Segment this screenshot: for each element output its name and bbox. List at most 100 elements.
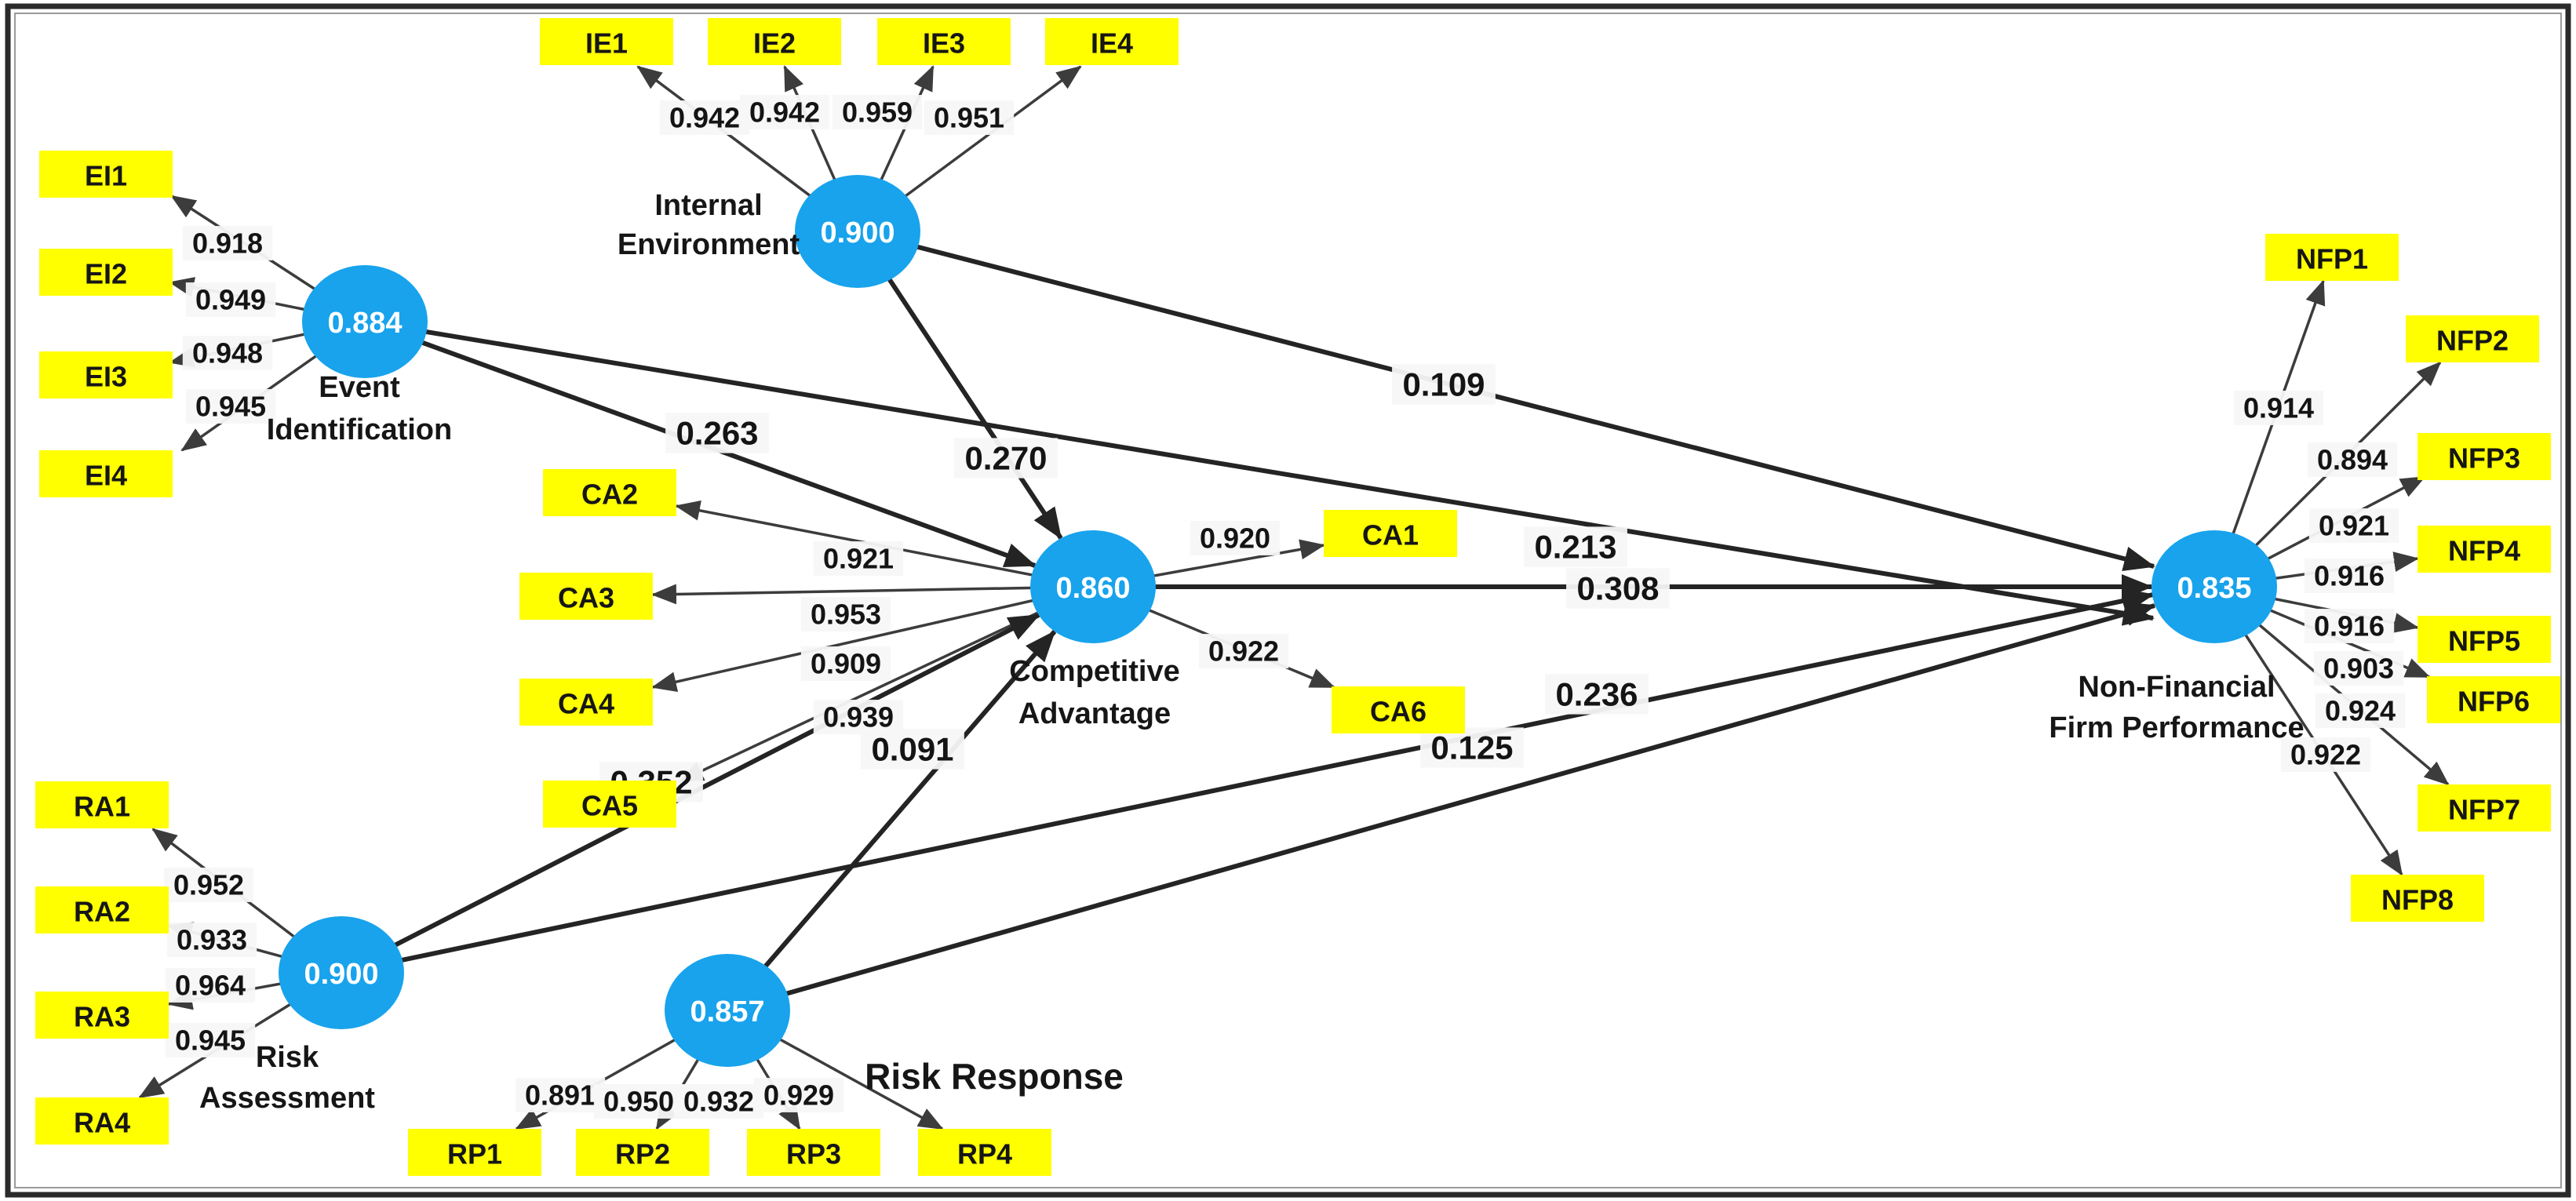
path-coefficient-IE-CA: 0.270 xyxy=(964,440,1047,477)
loading-value-CA2: 0.921 xyxy=(823,543,894,575)
construct-name-CA-line1: Competitive xyxy=(1009,655,1179,688)
indicator-box-NFP6 xyxy=(2427,676,2560,723)
indicator-CA6: CA6 xyxy=(1332,686,1465,733)
loading-value-NFP7: 0.924 xyxy=(2325,695,2396,727)
loading-value-NFP4: 0.916 xyxy=(2314,560,2385,592)
loading-value-RP3: 0.932 xyxy=(683,1086,754,1118)
indicator-box-NFP1 xyxy=(2265,234,2399,281)
loading-value-RP2-bg xyxy=(593,1084,684,1119)
indicator-RP4: RP4 xyxy=(918,1129,1051,1176)
construct-circle-IE xyxy=(795,175,920,288)
loading-value-RP1-bg xyxy=(515,1078,606,1112)
indicator-label-EI4: EI4 xyxy=(85,460,127,492)
indicator-NFP2: NFP2 xyxy=(2406,315,2539,362)
indicator-NFP7: NFP7 xyxy=(2418,784,2551,832)
indicator-box-CA6 xyxy=(1332,686,1465,733)
loading-value-CA4: 0.909 xyxy=(811,648,881,680)
loading-value-CA1-bg xyxy=(1190,521,1281,555)
loading-value-EI4: 0.945 xyxy=(195,391,266,423)
construct-name-IE-line2: Environment xyxy=(618,228,800,261)
construct-value-IE: 0.900 xyxy=(820,217,894,249)
loading-value-EI3-bg xyxy=(182,336,273,370)
indicator-label-RA3: RA3 xyxy=(74,1001,130,1033)
loading-value-RA4: 0.945 xyxy=(175,1024,246,1057)
indicator-CA4: CA4 xyxy=(519,679,653,726)
indicator-label-IE4: IE4 xyxy=(1091,27,1133,60)
loading-value-NFP2: 0.894 xyxy=(2317,444,2388,476)
construct-name-RR-line1: Risk Response xyxy=(865,1056,1124,1097)
loading-value-IE2: 0.942 xyxy=(749,96,820,129)
indicator-NFP3: NFP3 xyxy=(2418,433,2551,480)
structural-paths-layer xyxy=(340,229,2156,1013)
path-coefficient-RR-CA-bg xyxy=(861,729,964,770)
indicator-CA3: CA3 xyxy=(519,573,653,620)
loading-value-RA2: 0.933 xyxy=(177,924,247,956)
loading-value-IE4: 0.951 xyxy=(934,102,1004,134)
loading-value-RA1: 0.952 xyxy=(173,869,244,901)
indicator-box-IE1 xyxy=(540,18,673,65)
loading-value-IE3: 0.959 xyxy=(842,96,913,129)
indicator-label-IE1: IE1 xyxy=(585,27,628,60)
indicator-label-EI2: EI2 xyxy=(85,258,127,290)
path-arrow-EI-NFP xyxy=(364,319,2155,626)
path-arrow-RA-NFP xyxy=(341,588,2155,975)
loading-value-CA5-bg xyxy=(813,700,904,734)
loading-value-EI2-bg xyxy=(185,282,276,317)
loading-value-RP1: 0.891 xyxy=(525,1079,596,1112)
path-coefficient-RR-NFP: 0.236 xyxy=(1555,676,1638,713)
loading-value-NFP2-bg xyxy=(2307,442,2398,477)
construct-value-NFP: 0.835 xyxy=(2177,572,2251,605)
construct-circle-NFP xyxy=(2152,530,2277,643)
indicator-box-EI2 xyxy=(39,249,173,296)
indicator-box-NFP8 xyxy=(2351,875,2484,922)
construct-value-CA: 0.860 xyxy=(1055,572,1130,605)
indicator-box-RA2 xyxy=(35,886,169,934)
indicator-label-CA2: CA2 xyxy=(581,479,638,511)
indicator-NFP6: NFP6 xyxy=(2427,676,2560,723)
loading-value-RP2: 0.950 xyxy=(603,1086,674,1118)
loading-value-NFP8-bg xyxy=(2280,737,2371,772)
indicator-CA5: CA5 xyxy=(543,781,676,828)
path-coefficient-CA-NFP: 0.308 xyxy=(1576,570,1659,607)
indicator-label-CA4: CA4 xyxy=(558,688,614,720)
indicator-label-EI3: EI3 xyxy=(85,361,127,393)
indicator-label-NFP4: NFP4 xyxy=(2448,535,2520,567)
loading-value-CA4-bg xyxy=(800,646,891,681)
indicator-box-NFP7 xyxy=(2418,784,2551,832)
indicator-label-NFP3: NFP3 xyxy=(2448,442,2520,475)
indicator-label-RA4: RA4 xyxy=(74,1107,130,1139)
construct-circles-layer: 0.884EventIdentification0.900InternalEnv… xyxy=(199,175,2305,1115)
indicator-RA3: RA3 xyxy=(35,992,169,1039)
loading-value-NFP3: 0.921 xyxy=(2319,510,2389,542)
indicator-box-CA1 xyxy=(1324,510,1457,557)
loading-value-NFP1-bg xyxy=(2233,391,2324,425)
loading-value-RA2-bg xyxy=(166,923,257,957)
construct-value-EI: 0.884 xyxy=(327,307,402,340)
indicator-label-NFP6: NFP6 xyxy=(2458,686,2530,718)
indicator-box-IE3 xyxy=(877,18,1011,65)
loading-value-NFP4-bg xyxy=(2304,559,2395,593)
indicator-label-RP2: RP2 xyxy=(615,1138,670,1170)
loading-value-EI1-bg xyxy=(182,226,273,260)
indicator-box-RP1 xyxy=(408,1129,541,1176)
construct-circle-RA xyxy=(279,916,404,1029)
diagram-inner-border xyxy=(14,13,2562,1188)
loading-value-IE1-bg xyxy=(659,100,750,135)
construct-name-IE-line1: Internal xyxy=(654,189,762,222)
indicator-RP3: RP3 xyxy=(747,1129,880,1176)
diagram-outer-border xyxy=(5,3,2571,1198)
indicator-IE3: IE3 xyxy=(877,18,1011,65)
indicator-box-RP4 xyxy=(918,1129,1051,1176)
indicator-EI4: EI4 xyxy=(39,450,173,497)
indicator-NFP5: NFP5 xyxy=(2418,616,2551,663)
indicator-label-IE3: IE3 xyxy=(923,27,965,60)
indicator-RP2: RP2 xyxy=(576,1129,709,1176)
indicator-box-IE2 xyxy=(708,18,841,65)
indicator-label-RA2: RA2 xyxy=(74,896,130,928)
indicator-RA1: RA1 xyxy=(35,781,169,828)
indicator-EI2: EI2 xyxy=(39,249,173,296)
loading-value-NFP5: 0.916 xyxy=(2314,610,2385,642)
indicator-IE1: IE1 xyxy=(540,18,673,65)
